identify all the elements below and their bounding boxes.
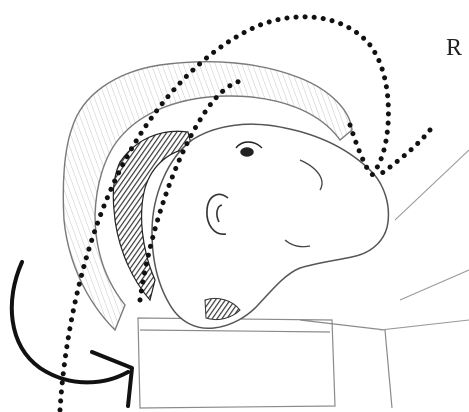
table-surface	[380, 150, 469, 330]
dotted-leg-right	[378, 130, 430, 176]
face-outline	[152, 124, 388, 328]
curved-arrow-icon	[12, 262, 132, 406]
side-marker-label: R	[446, 36, 462, 60]
head-rest-block	[138, 318, 392, 408]
